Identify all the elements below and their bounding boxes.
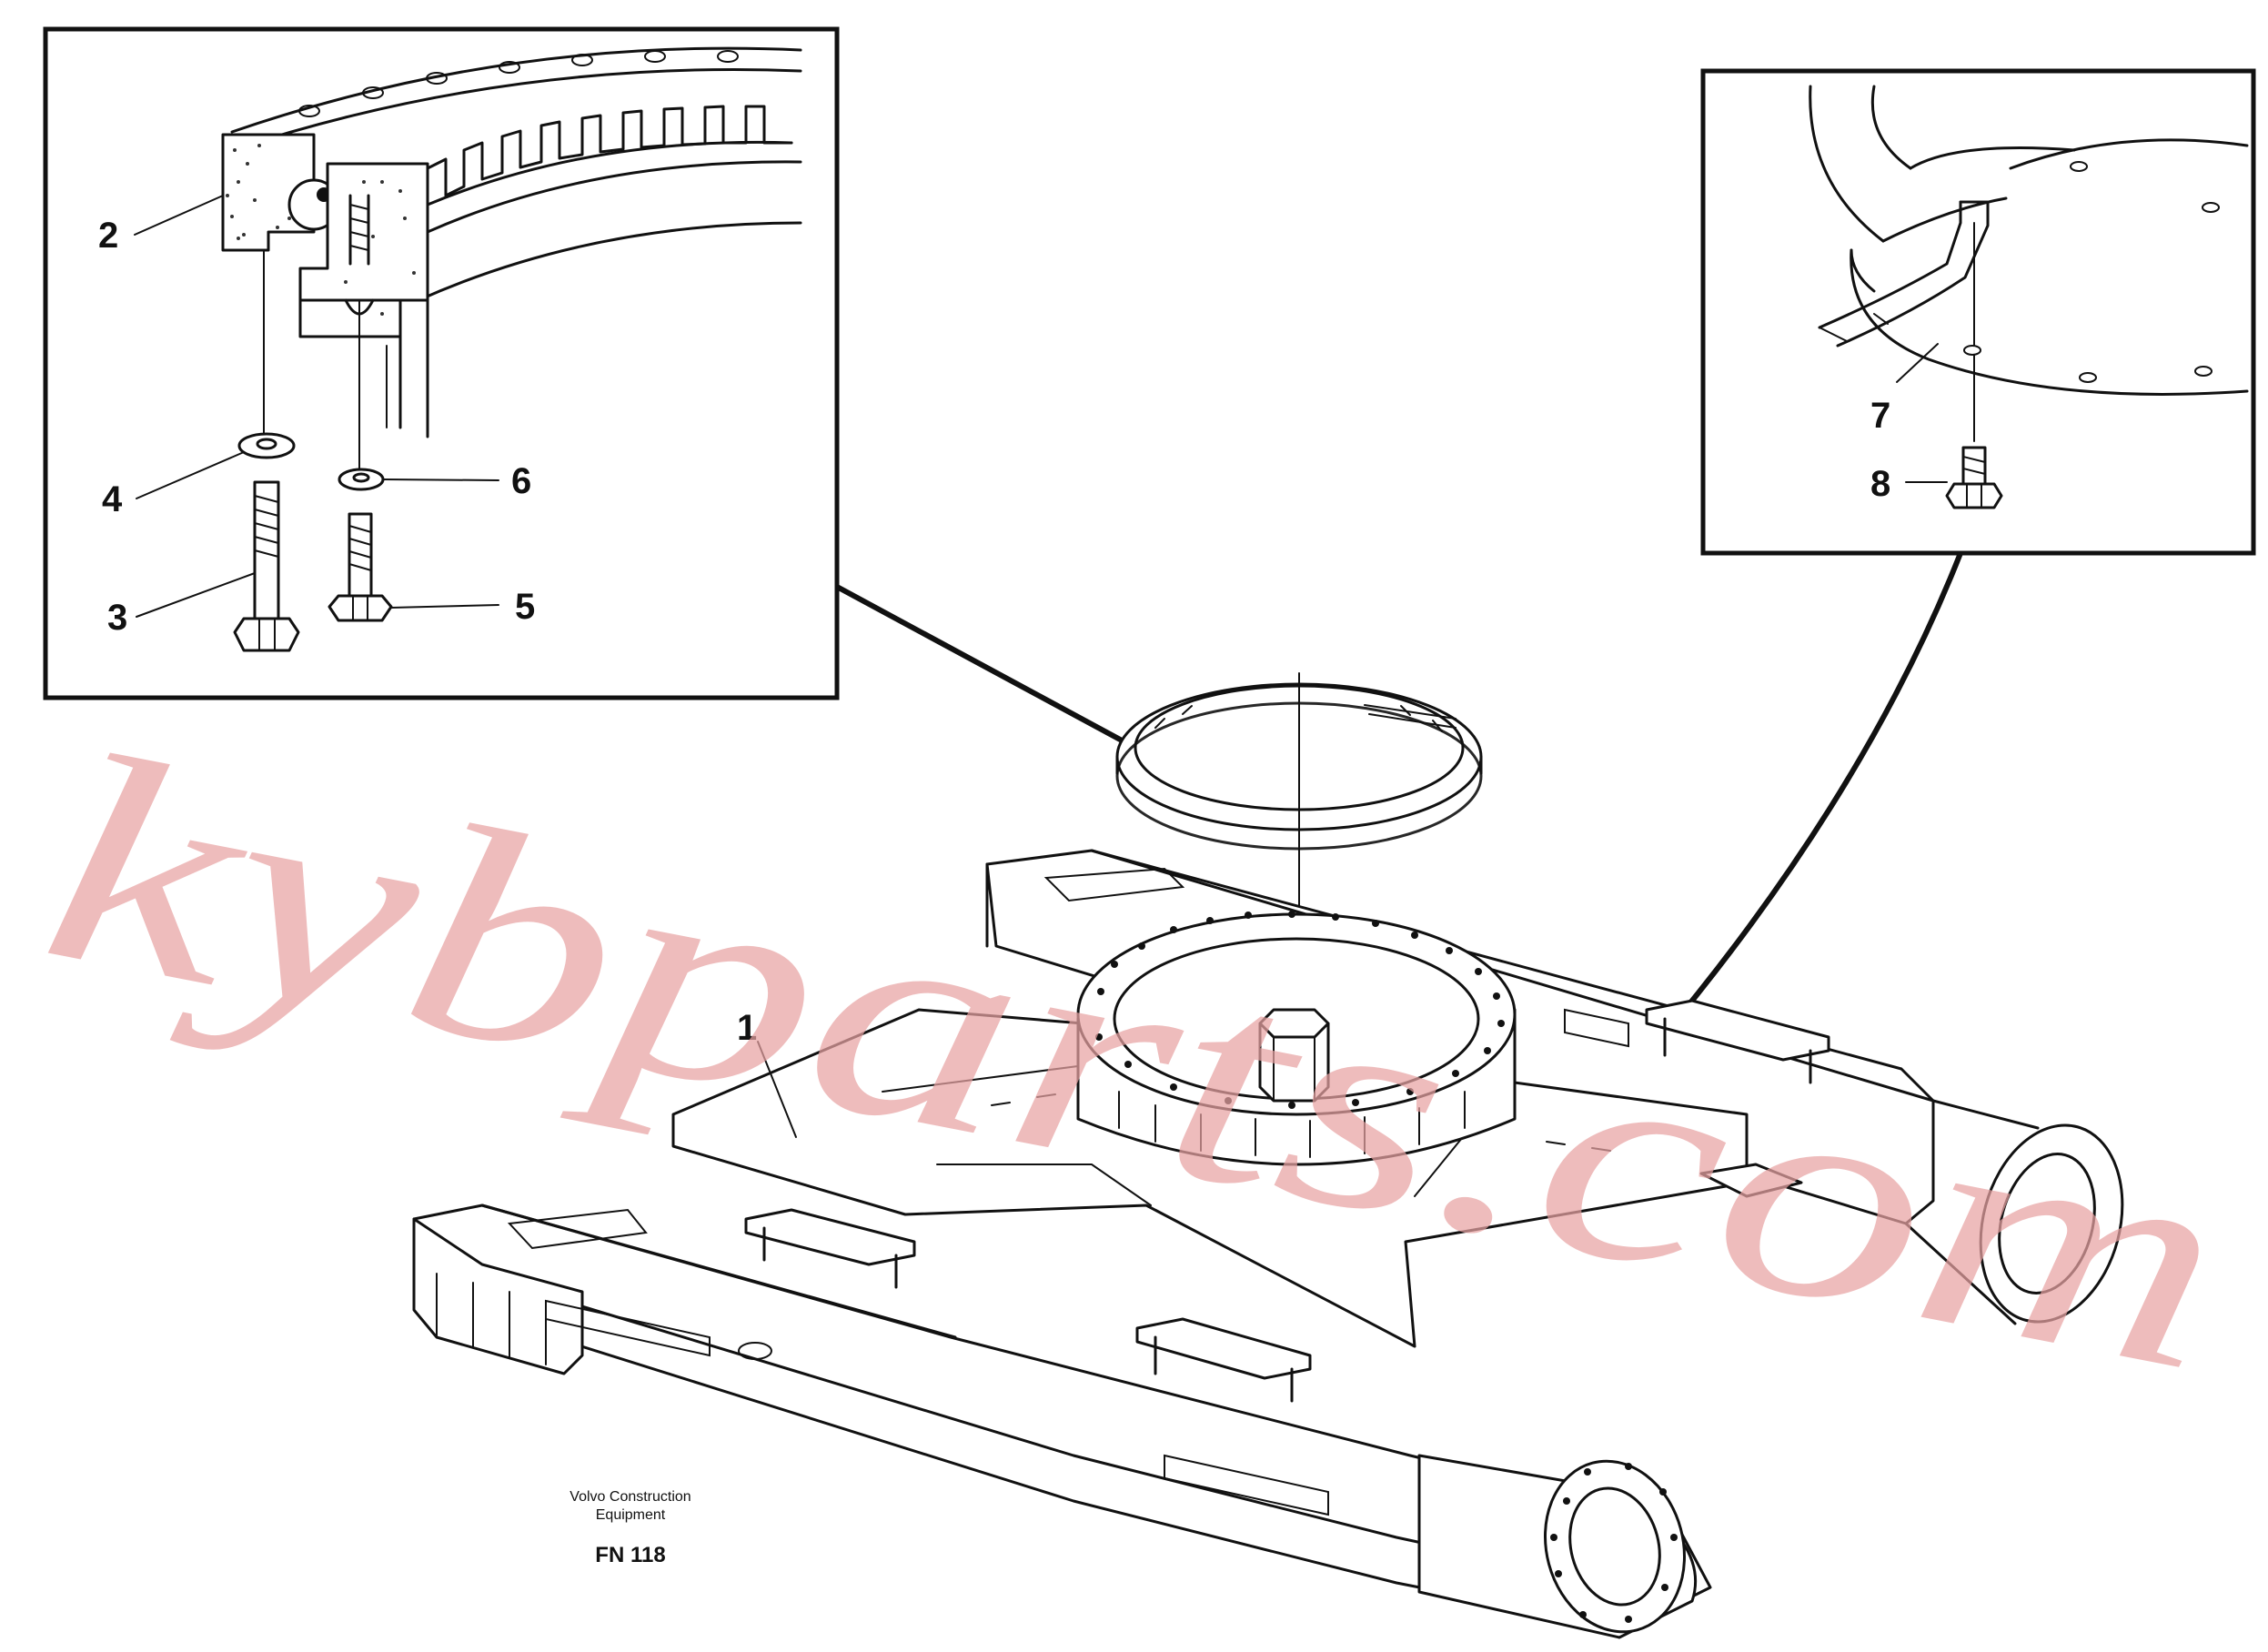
washer-6 xyxy=(338,468,385,491)
undercarriage-frame xyxy=(412,849,2124,1639)
detail-box-seal-plate: 7 8 xyxy=(1700,68,2256,556)
washer-4 xyxy=(237,432,296,459)
turntable-bolt-holes xyxy=(1095,911,1505,1109)
callout-1: 1 xyxy=(737,1008,757,1048)
caption-figure-code: FN 118 xyxy=(595,1543,665,1567)
detail-box-slewing-ring: 2 4 3 6 5 xyxy=(43,26,840,700)
callout-6: 6 xyxy=(511,461,531,501)
rail-bracket-back xyxy=(1645,999,1830,1084)
rail-bracket-front-2 xyxy=(1135,1317,1312,1403)
callout-5: 5 xyxy=(515,587,535,627)
bolt-5 xyxy=(328,512,393,622)
bolt-8 xyxy=(1945,446,2003,509)
callout-4: 4 xyxy=(102,479,123,519)
connector-left-box xyxy=(835,584,1125,744)
callout-2: 2 xyxy=(98,216,118,256)
caption-company-line2: Equipment xyxy=(596,1507,666,1523)
callout-3: 3 xyxy=(107,598,127,638)
callout-8: 8 xyxy=(1870,464,1890,504)
bolt-3 xyxy=(233,480,300,652)
caption-company-line1: Volvo Construction xyxy=(570,1489,690,1505)
rail-bracket-front-1 xyxy=(744,1208,916,1289)
ring-bolt-holes xyxy=(298,50,739,117)
watermark-text: kybparts.com xyxy=(24,689,2248,1435)
callout-7: 7 xyxy=(1870,396,1890,436)
